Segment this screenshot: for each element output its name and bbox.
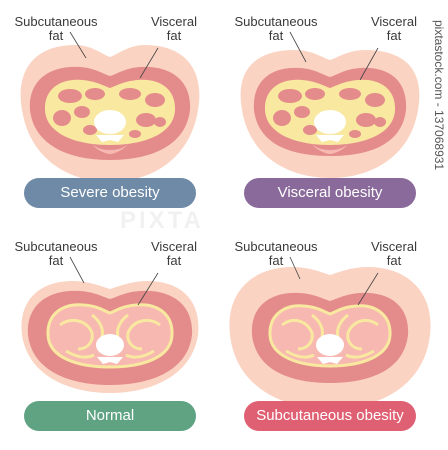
back-muscle (312, 144, 348, 154)
title-severe-obesity: Severe obesity (24, 178, 196, 208)
spine-process (96, 135, 124, 142)
spine-body (96, 334, 124, 356)
spine-body (316, 334, 344, 356)
title-subcutaneous-obesity: Subcutaneous obesity (244, 401, 416, 431)
stock-id-text: pixtastock.com - 137068931 (432, 20, 446, 171)
visceral-fat-lines (268, 304, 392, 368)
visceral-fat-lines (46, 303, 174, 369)
title-visceral-obesity: Visceral obesity (244, 178, 416, 208)
organ-blobs (53, 88, 166, 138)
cross-section-visceral (240, 31, 420, 178)
spine-body (314, 110, 346, 134)
spine-process (317, 357, 343, 364)
back-muscle (92, 144, 128, 154)
spine-body (94, 110, 126, 134)
title-normal: Normal (24, 401, 196, 431)
cross-section-normal (21, 256, 199, 393)
spine-process (316, 135, 344, 142)
cross-section-severe (20, 31, 200, 182)
organ-blobs (273, 88, 386, 138)
spine-process (97, 357, 123, 364)
cross-section-subcutaneous (229, 256, 431, 409)
watermark-text: PIXTA (120, 207, 204, 234)
